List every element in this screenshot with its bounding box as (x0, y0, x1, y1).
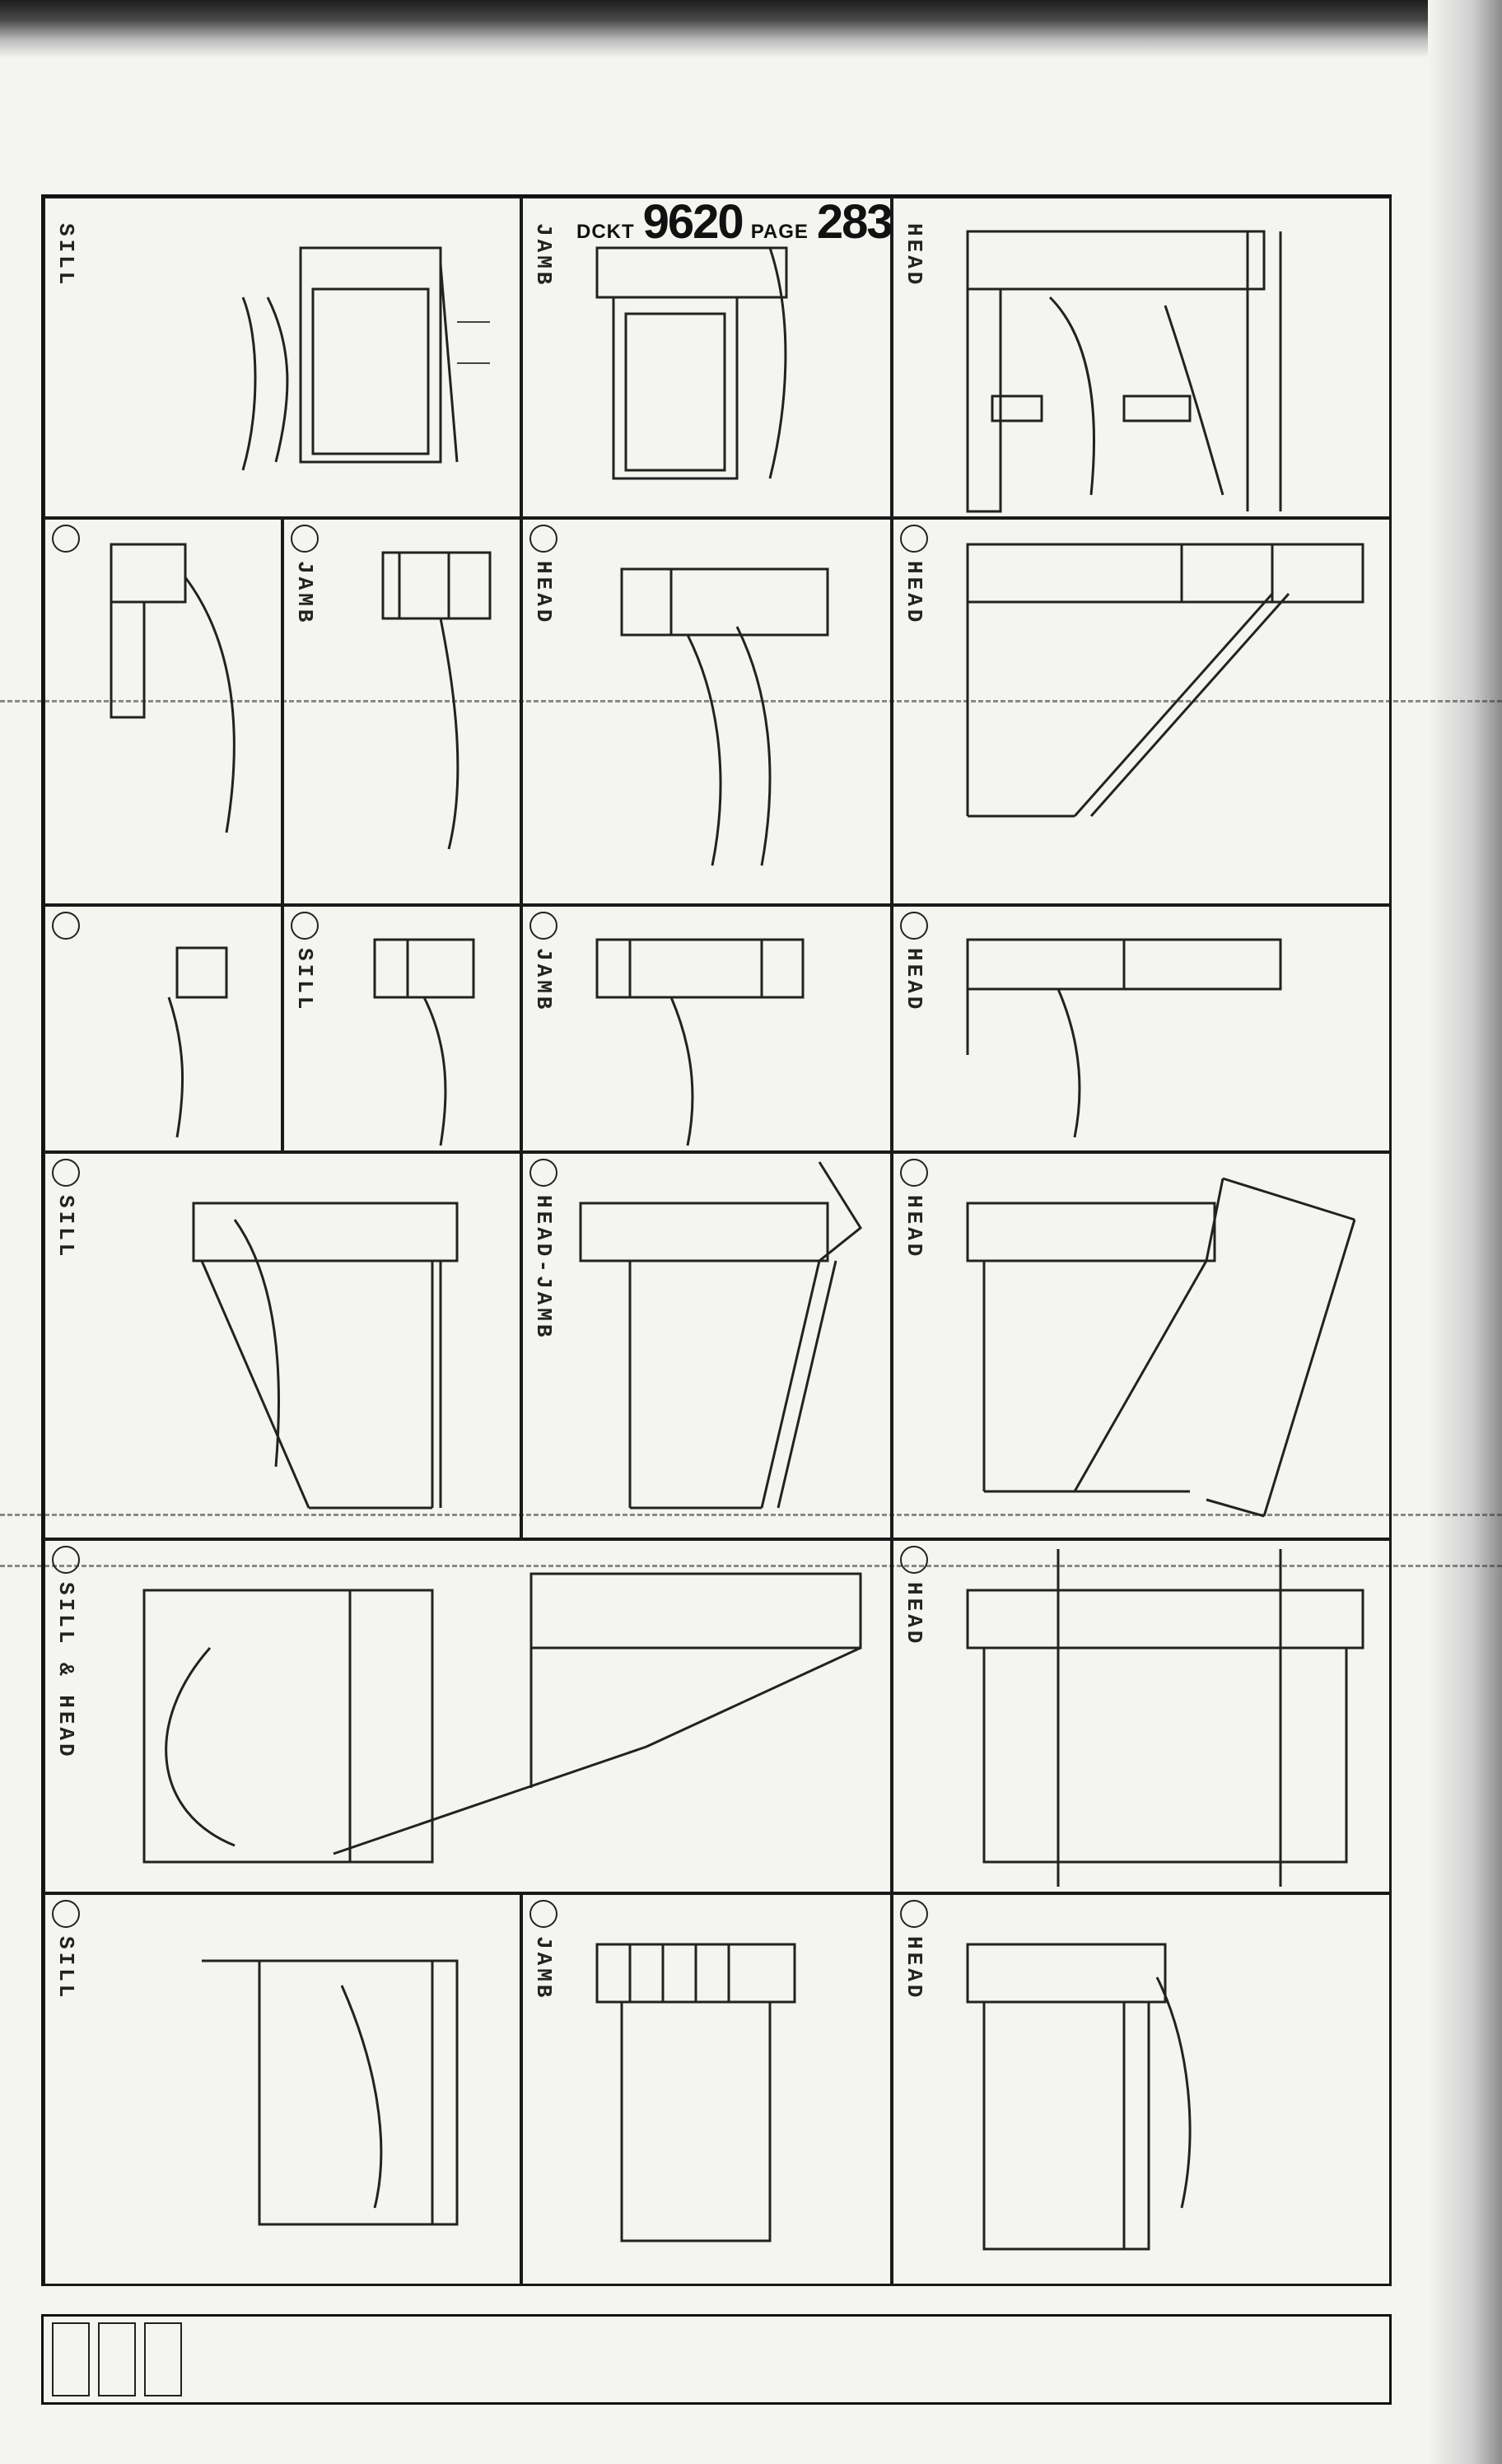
detail-label: HEAD-JAMB (531, 1195, 556, 1341)
detail-drawing (381, 551, 492, 850)
detail-number-bubble (900, 1900, 928, 1928)
detail-label: SILL (54, 223, 78, 288)
detail-cell: SILL (44, 197, 521, 518)
title-block-cell (98, 2322, 136, 2396)
detail-number-bubble (529, 525, 557, 553)
detail-drawing (620, 567, 829, 866)
detail-drawing (966, 230, 1282, 513)
detail-drawing (579, 1161, 862, 1510)
detail-label: SILL (292, 948, 317, 1013)
book-number: 9620 (642, 195, 744, 249)
detail-cell: JAMB (521, 197, 892, 518)
detail-number-bubble (291, 525, 319, 553)
scan-artifact-line (0, 1565, 1502, 1567)
detail-label: HEAD (902, 1936, 926, 2001)
title-block-cell (144, 2322, 182, 2396)
detail-label: SILL (54, 1936, 78, 2001)
detail-cell: HEAD-JAMB (521, 1152, 892, 1539)
scan-artifact-line (0, 1514, 1502, 1516)
detail-label: SILL & HEAD (54, 1582, 78, 1760)
detail-label: JAMB (531, 223, 556, 288)
detail-number-bubble (52, 1546, 80, 1574)
scan-noise-top (0, 0, 1502, 58)
detail-number-bubble (900, 1546, 928, 1574)
detail-drawing (373, 938, 475, 1146)
detail-cell: SILL & HEAD (44, 1539, 892, 1893)
detail-label: JAMB (292, 561, 317, 626)
detail-label: HEAD (902, 1195, 926, 1260)
detail-drawing (966, 1549, 1364, 1887)
book-label: DCKT (576, 221, 635, 243)
detail-drawing (966, 1177, 1356, 1518)
detail-drawing (142, 1572, 862, 1864)
detail-cell: HEAD (892, 1539, 1392, 1893)
detail-drawing (966, 1943, 1192, 2251)
detail-cell: HEAD (892, 905, 1392, 1152)
detail-label: HEAD (902, 223, 926, 288)
scan-edge-right (1428, 0, 1502, 2464)
detail-number-bubble (529, 1900, 557, 1928)
detail-number-bubble (52, 912, 80, 940)
detail-drawing (202, 1959, 459, 2226)
detail-drawing (110, 543, 236, 833)
detail-label: HEAD (902, 561, 926, 626)
detail-number-bubble (900, 912, 928, 940)
detail-drawing (241, 246, 490, 471)
detail-drawing (595, 1943, 796, 2242)
page-label: PAGE (750, 221, 809, 243)
detail-label: HEAD (531, 561, 556, 626)
title-block-cell (52, 2322, 90, 2396)
detail-drawing (595, 246, 788, 480)
detail-label: SILL (54, 1195, 78, 1260)
detail-number-bubble (529, 912, 557, 940)
detail-label: JAMB (531, 1936, 556, 2001)
detail-cell: HEAD (892, 518, 1392, 905)
detail-cell: HEAD (892, 197, 1392, 518)
detail-label: HEAD (902, 948, 926, 1013)
drawing-sheet: SILL JAMB HEAD (41, 194, 1392, 2286)
detail-cell: JAMB (521, 1893, 892, 2286)
detail-label: HEAD (902, 1582, 926, 1647)
detail-number-bubble (900, 1159, 928, 1187)
title-block (41, 2314, 1392, 2405)
detail-cell (44, 518, 282, 905)
detail-cell: JAMB (521, 905, 892, 1152)
detail-drawing (966, 543, 1364, 818)
detail-number-bubble (529, 1159, 557, 1187)
scan-artifact-line (0, 700, 1502, 702)
detail-number-bubble (52, 1900, 80, 1928)
detail-drawing (966, 938, 1282, 1138)
detail-cell: HEAD (892, 1152, 1392, 1539)
detail-cell: SILL (282, 905, 521, 1152)
recording-stamp: DCKT 9620 PAGE 283 (576, 195, 893, 249)
detail-cell: SILL (44, 1152, 521, 1539)
detail-number-bubble (291, 912, 319, 940)
detail-number-bubble (52, 1159, 80, 1187)
page-number: 283 (816, 195, 893, 249)
detail-cell (44, 905, 282, 1152)
detail-cell: HEAD (892, 1893, 1392, 2286)
detail-number-bubble (900, 525, 928, 553)
detail-drawing (192, 1202, 459, 1510)
detail-label: JAMB (531, 948, 556, 1013)
detail-drawing (595, 938, 805, 1146)
detail-cell: HEAD (521, 518, 892, 905)
detail-cell: JAMB (282, 518, 521, 905)
detail-drawing (167, 946, 228, 1138)
detail-number-bubble (52, 525, 80, 553)
detail-cell: SILL (44, 1893, 521, 2286)
